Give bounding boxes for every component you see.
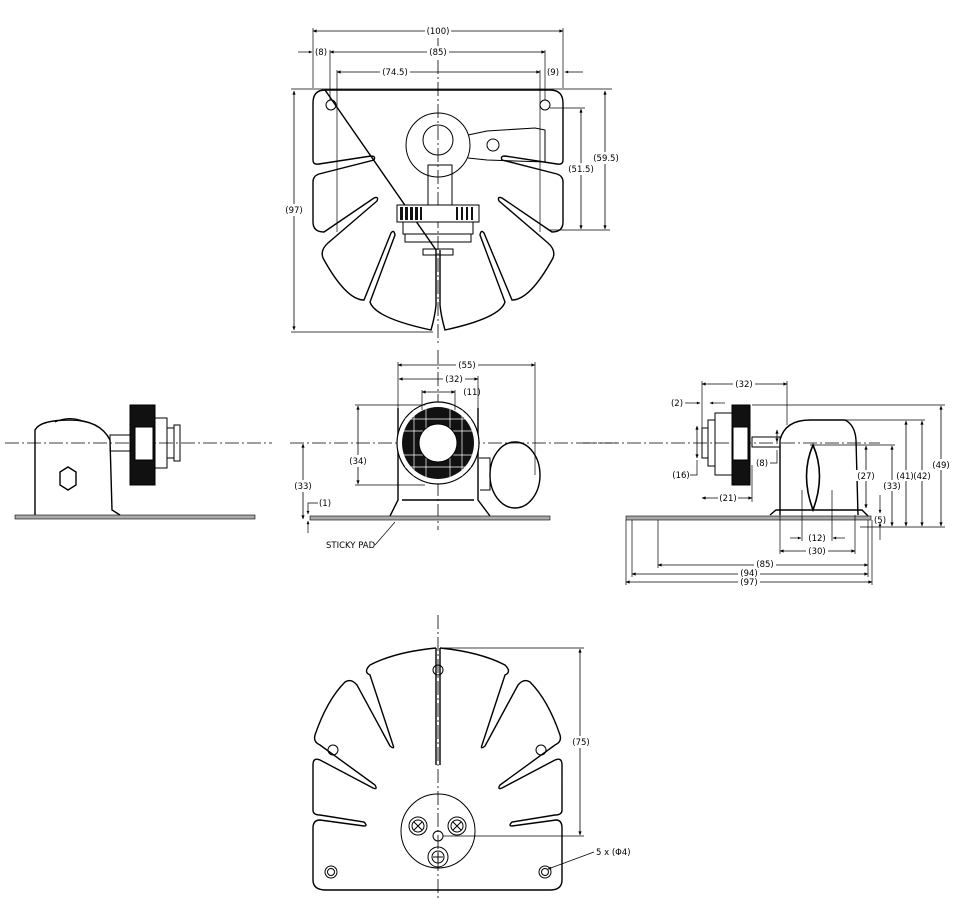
dim-base: (5) <box>874 516 886 526</box>
dim-center-to-hole: (75) <box>572 738 589 748</box>
sticky-pad-callout: STICKY PAD <box>326 541 376 551</box>
ring-bore <box>422 124 454 156</box>
dim-right-offset: (9) <box>547 68 559 78</box>
knurl-pattern <box>400 207 473 220</box>
bore <box>418 423 458 463</box>
left-side-view <box>5 404 272 520</box>
dim-body-height-a: (41) <box>896 472 913 482</box>
dim-gap: (2) <box>671 399 683 409</box>
dim-body-height-b: (42) <box>913 472 930 482</box>
shaft <box>751 436 781 448</box>
dim-inner-spacing: (74.5) <box>382 68 408 78</box>
dim-overall-width: (100) <box>427 27 450 37</box>
screw-icon <box>408 816 428 836</box>
dim-overall-length: (97) <box>740 578 757 588</box>
mount-hole <box>535 744 547 756</box>
dim-knob-width: (32) <box>735 380 752 390</box>
window <box>805 442 821 513</box>
dim-knob-depth: (21) <box>719 494 736 504</box>
dim-bore: (11) <box>463 388 480 398</box>
base-plate <box>625 515 872 521</box>
mount-hole <box>324 865 338 879</box>
dim-hole-spacing-side: (85) <box>756 560 773 570</box>
shaft <box>427 164 453 206</box>
dim-pad-thickness: (1) <box>319 499 331 509</box>
screw-icon <box>427 846 449 868</box>
dim-window: (27) <box>857 472 874 482</box>
mount-hole <box>327 744 339 756</box>
mount-hole <box>538 865 552 879</box>
base-plate <box>309 515 551 521</box>
top-view: (100) (85) (8) (74.5) (9) (97) (51.5) (5… <box>283 25 619 346</box>
dim-body-width: (30) <box>808 547 825 557</box>
nut <box>422 248 454 256</box>
dim-hole-spacing: (85) <box>429 48 446 58</box>
dim-slot: (12) <box>808 534 825 544</box>
clamp-knob <box>489 441 541 509</box>
mount-hole <box>325 99 337 111</box>
dim-pad-length: (94) <box>740 569 757 579</box>
dim-overall-height: (49) <box>932 461 949 471</box>
front-view: (55) (32) (11) (34) (33) (1) STICKY PAD <box>290 350 620 551</box>
hex-screw <box>59 466 77 491</box>
body <box>34 419 121 516</box>
dim-axis-height-side: (33) <box>883 482 900 492</box>
dim-edge-to-slot: (59.5) <box>593 154 619 164</box>
mounting-plate-outline <box>312 647 563 891</box>
mount-hole <box>432 664 444 676</box>
bottom-view: (75) 5 x (Φ4) <box>312 615 631 899</box>
ring-clamp <box>405 112 471 178</box>
dim-hole-to-slot: (51.5) <box>568 165 594 175</box>
base-plate <box>14 514 256 520</box>
lever-pivot <box>486 138 500 152</box>
dim-axis-height: (33) <box>294 482 311 492</box>
mounting-plate-outline <box>312 89 564 331</box>
hole-count-callout: 5 x (Φ4) <box>596 848 631 858</box>
dim-ring-height: (34) <box>349 457 366 467</box>
dim-left-offset: (8) <box>315 48 327 58</box>
dim-overall-depth: (97) <box>285 206 302 216</box>
clamp-lever <box>467 127 546 163</box>
right-side-view: (32) (2) (16) (21) (8) (27) (33) (41) (4… <box>583 378 951 588</box>
screw-icon <box>447 816 467 836</box>
dim-width: (55) <box>458 361 475 371</box>
dim-stem: (16) <box>672 471 689 481</box>
hub <box>400 793 476 869</box>
dim-shaft: (8) <box>756 459 768 469</box>
mount-hole <box>539 99 551 111</box>
knob-flange <box>404 233 472 243</box>
dim-ring-dia: (32) <box>445 375 462 385</box>
